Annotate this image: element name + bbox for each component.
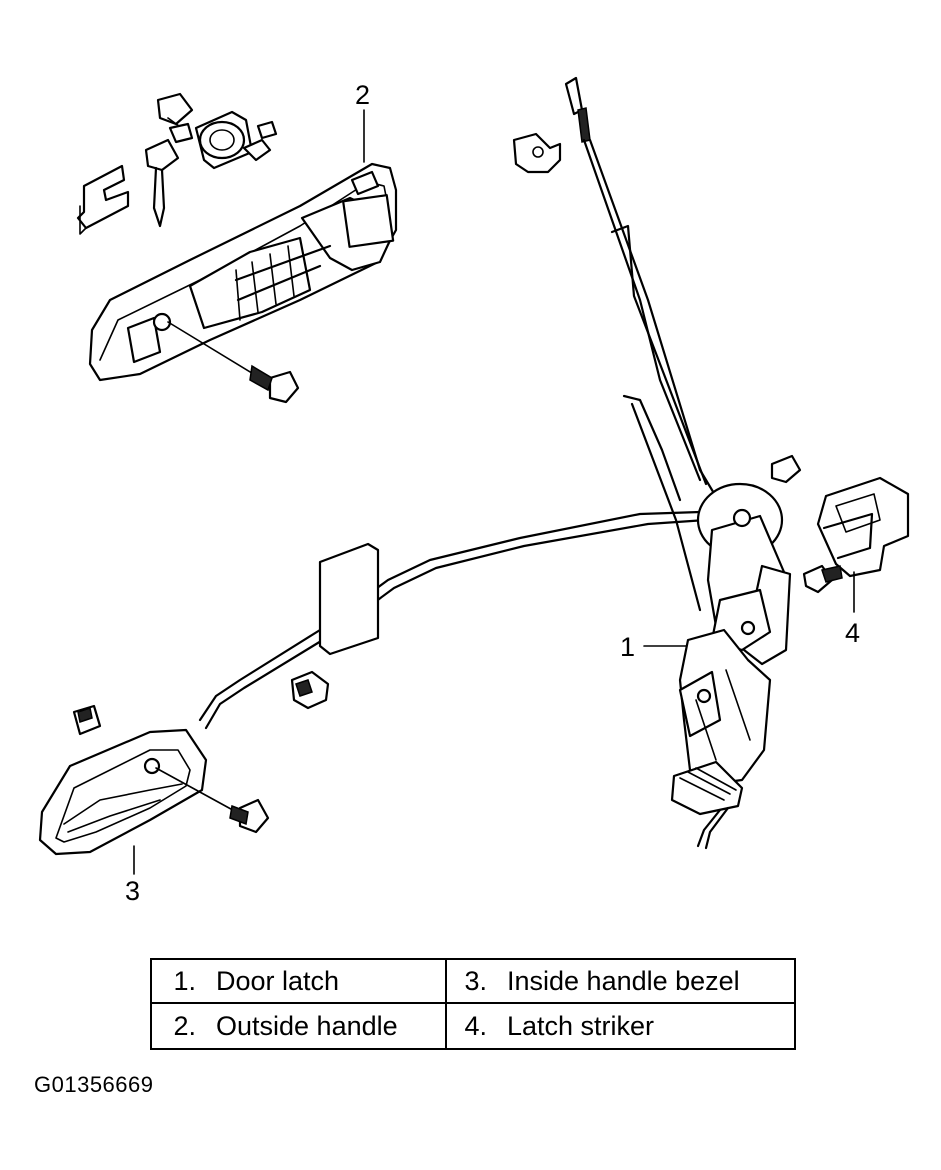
legend-cell: 3. Inside handle bezel: [447, 960, 794, 1004]
screw: [167, 321, 300, 404]
key-cylinder: [194, 110, 278, 170]
callout-1: 1: [620, 632, 687, 662]
legend-label: Inside handle bezel: [507, 965, 740, 996]
latch-striker: [802, 476, 910, 594]
legend-number: 1.: [173, 965, 196, 996]
outside-handle: [88, 162, 398, 382]
callout-4: 4: [845, 571, 860, 648]
door-latch: [670, 454, 802, 850]
legend-cell: 4. Latch striker: [447, 1004, 794, 1048]
cable-clip: [290, 670, 330, 710]
inside-handle-cable: [198, 504, 746, 730]
sound-pad: [318, 542, 380, 656]
outside-handle-assembly: [76, 92, 398, 404]
legend-number: 3.: [464, 965, 487, 996]
rod-clip: [512, 132, 562, 174]
callout-3: 3: [125, 845, 140, 906]
door-latch-diagram: 1 2 3 4: [38, 76, 910, 906]
legend-number: 2.: [173, 1010, 196, 1041]
callout-number: 3: [125, 876, 140, 906]
callout-2: 2: [355, 80, 370, 163]
legend-cell: 1. Door latch: [152, 960, 447, 1004]
inside-handle-bezel: [38, 728, 270, 856]
callout-number: 2: [355, 80, 370, 110]
legend-label: Latch striker: [507, 1010, 655, 1041]
figure-id: G01356669: [34, 1072, 154, 1097]
retaining-clip: [76, 164, 130, 235]
parts-legend-table: 1. Door latch 3. Inside handle bezel 2. …: [150, 958, 796, 1050]
legend-number: 4.: [464, 1010, 487, 1041]
callout-number: 1: [620, 632, 635, 662]
legend-label: Door latch: [216, 965, 340, 996]
legend-label: Outside handle: [216, 1010, 398, 1041]
callout-number: 4: [845, 618, 860, 648]
legend-cell: 2. Outside handle: [152, 1004, 447, 1048]
key: [144, 92, 194, 228]
lock-rod: [564, 76, 720, 612]
bezel-clip: [72, 704, 102, 736]
